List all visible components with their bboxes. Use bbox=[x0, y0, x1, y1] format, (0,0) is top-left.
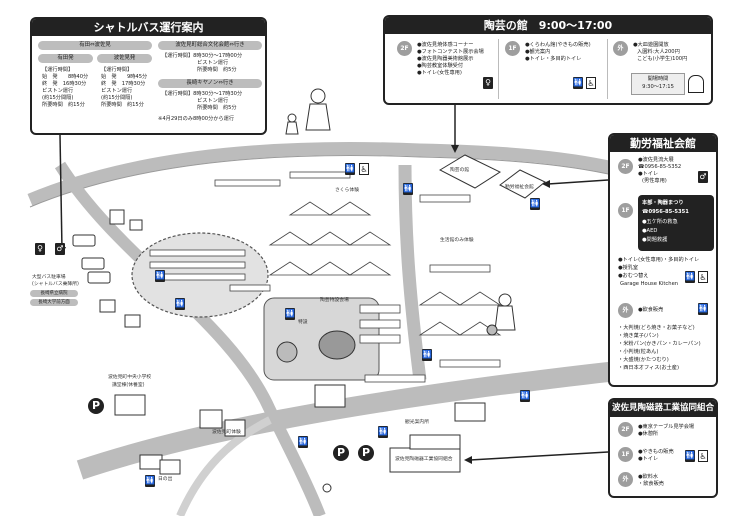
toilet-icon: 🚻 bbox=[145, 475, 155, 487]
floor-badge-1f: 1F bbox=[505, 41, 520, 56]
map-label-shop: 波佐見町体験 bbox=[212, 430, 241, 435]
map-label-nagasaki: 生活館のみ体験 bbox=[440, 238, 474, 243]
monument-icon bbox=[688, 75, 704, 93]
parking-icon: P bbox=[333, 445, 349, 461]
bunka-hours: 【運行時間】8時30分～17時00分 bbox=[162, 53, 243, 59]
pointer-kinrou-head bbox=[542, 180, 550, 188]
route-header: 有田⇔波佐見 bbox=[38, 41, 152, 50]
bus-parking bbox=[72, 234, 111, 284]
main-road-edge bbox=[29, 154, 641, 208]
pointer-kumiai-head bbox=[464, 456, 472, 464]
toilet-icon: 🚻 bbox=[422, 349, 432, 361]
arita-col-header: 有田発 bbox=[38, 54, 93, 63]
buildings bbox=[99, 154, 546, 475]
mascot-figures bbox=[285, 88, 516, 336]
toilet-icon: 🚻 bbox=[685, 271, 695, 283]
wheelchair-icon: ♿ bbox=[359, 163, 369, 175]
kyanpon-duration: 所要時間 約5分 bbox=[197, 105, 237, 111]
stage-dome bbox=[318, 330, 356, 360]
floor-badge-2f: 2F bbox=[618, 159, 633, 174]
toilet-icon: 🚻 bbox=[175, 298, 185, 310]
hasami-col-header: 波佐見発 bbox=[97, 54, 152, 63]
kyanpon-hours: 【運行時間】8時30分～17時30分 bbox=[162, 91, 243, 97]
map-label-pavilion: 特設 bbox=[298, 320, 308, 325]
map-label-school2: 講堂棟(休養室) bbox=[112, 383, 145, 388]
toilet-icon: ♀ bbox=[483, 77, 493, 89]
opening-hours-box: 開場時間 9:30～17:15 bbox=[631, 73, 685, 95]
floor-badge-2f: 2F bbox=[618, 422, 633, 437]
toilet-icon: 🚻 bbox=[285, 308, 295, 320]
shuttle-note: ※4月29日のみ8時00分から運行 bbox=[158, 116, 235, 122]
toilet-icon: 🚻 bbox=[520, 390, 530, 402]
headquarters-box: 本部・陶器まつり ☎0956-85-5351 ●五ケ所の救急 ●AED ●問題救… bbox=[638, 195, 714, 251]
kyanpon-mode: ピストン運行 bbox=[197, 98, 229, 104]
toilet-icon: ♂ bbox=[55, 243, 65, 255]
toilet-icon: 🚻 bbox=[378, 426, 388, 438]
bunka-route-header: 波佐見町総合文化会館⇔行き bbox=[158, 41, 262, 50]
toilet-icon: ♀ bbox=[35, 243, 45, 255]
pointer-shuttle bbox=[59, 134, 63, 251]
map-label-kumiai: 波佐見陶磁器工業協同組合 bbox=[395, 457, 453, 462]
toilet-icon: 🚻 bbox=[155, 270, 165, 282]
side-road-bottom bbox=[176, 416, 272, 516]
map-label-kinrou: 勤労福祉会館 bbox=[505, 185, 534, 190]
parking-icon: P bbox=[88, 398, 104, 414]
bunka-duration: 所要時間 約5分 bbox=[197, 67, 237, 73]
map-label-bus-note1: 大型バス駐車場 bbox=[32, 275, 66, 280]
shuttle-bus-panel: シャトルバス運行案内 有田⇔波佐見 有田発 波佐見発 【運行時間】 始 発 8時… bbox=[30, 17, 267, 135]
floor-badge-2f: 2F bbox=[397, 41, 412, 56]
tent-cluster bbox=[268, 201, 502, 336]
panel-title: 勤労福祉会館 bbox=[610, 135, 716, 152]
main-road bbox=[27, 141, 642, 207]
toilet-icon: 🚻 bbox=[685, 450, 695, 462]
bus-stop-pill: 長崎大学前方面 bbox=[30, 299, 78, 306]
map-label-stage: 陶芸特設会場 bbox=[320, 298, 349, 303]
toilet-icon: 🚻 bbox=[403, 183, 413, 195]
fountain bbox=[276, 341, 298, 363]
side-road-left bbox=[54, 161, 326, 516]
kinrou-panel: 勤労福祉会館 2F ●波佐見流大展 ☎0956-85-5352 ●トイレ (男性… bbox=[608, 133, 718, 387]
toilet-icon: 🚻 bbox=[573, 77, 583, 89]
map-label-school: 波佐見町中央小学校 bbox=[108, 375, 152, 380]
toilet-icon: ♂ bbox=[698, 171, 708, 183]
map-label-bus-note2: (シャトルバス乗降所) bbox=[32, 282, 79, 287]
exit-marker bbox=[322, 483, 332, 493]
toilet-icon: 🚻 bbox=[345, 163, 355, 175]
map-label-tougei: 陶芸の館 bbox=[450, 168, 470, 173]
floor-badge-1f: 1F bbox=[618, 203, 633, 218]
tougei-panel: 陶芸の館 9:00～17:00 2F ●波佐見焼体感コーナー ●フォトコンテスト… bbox=[383, 15, 713, 105]
floor-badge-1f: 1F bbox=[618, 447, 633, 462]
toilet-icon: 🚻 bbox=[530, 198, 540, 210]
divider bbox=[607, 39, 608, 99]
map-label-hotel: 日の出 bbox=[158, 477, 173, 482]
kumiai-panel: 波佐見陶磁器工業協同組合 2F ●東京テーブル見学会場 ●休憩所 1F ●やきも… bbox=[608, 398, 718, 498]
divider bbox=[498, 39, 499, 99]
pointer-kinrou bbox=[547, 179, 609, 185]
pointer-tougei-head bbox=[451, 145, 459, 153]
floor-badge-out: 外 bbox=[613, 41, 628, 56]
pointer-kumiai bbox=[469, 451, 609, 461]
panel-title: シャトルバス運行案内 bbox=[32, 19, 265, 36]
kinrou-out-heading: ●飲食販売 bbox=[638, 307, 664, 313]
stall-rows bbox=[149, 171, 501, 383]
side-road-mid bbox=[398, 164, 427, 381]
wheelchair-icon: ♿ bbox=[698, 271, 708, 283]
bunka-mode: ピストン運行 bbox=[197, 60, 229, 66]
map-label-sakura: さくら体験 bbox=[335, 188, 359, 193]
kyanpon-route-header: 長崎キヤノン⇔行き bbox=[158, 79, 262, 88]
wheelchair-icon: ♿ bbox=[698, 450, 708, 462]
toilet-icon: 🚻 bbox=[698, 303, 708, 315]
parking-icon: P bbox=[358, 445, 374, 461]
wheelchair-icon: ♿ bbox=[586, 77, 596, 89]
toilet-icon: 🚻 bbox=[298, 436, 308, 448]
river-road bbox=[76, 358, 651, 480]
panel-title: 波佐見陶磁器工業協同組合 bbox=[610, 400, 716, 417]
map-label-kanko: 観光案内所 bbox=[405, 420, 429, 425]
panel-title: 陶芸の館 9:00～17:00 bbox=[385, 17, 711, 34]
floor-badge-out: 外 bbox=[618, 472, 633, 487]
floor-badge-out: 外 bbox=[618, 303, 633, 318]
bus-stop-pill: 長崎県立病院 bbox=[30, 290, 78, 297]
